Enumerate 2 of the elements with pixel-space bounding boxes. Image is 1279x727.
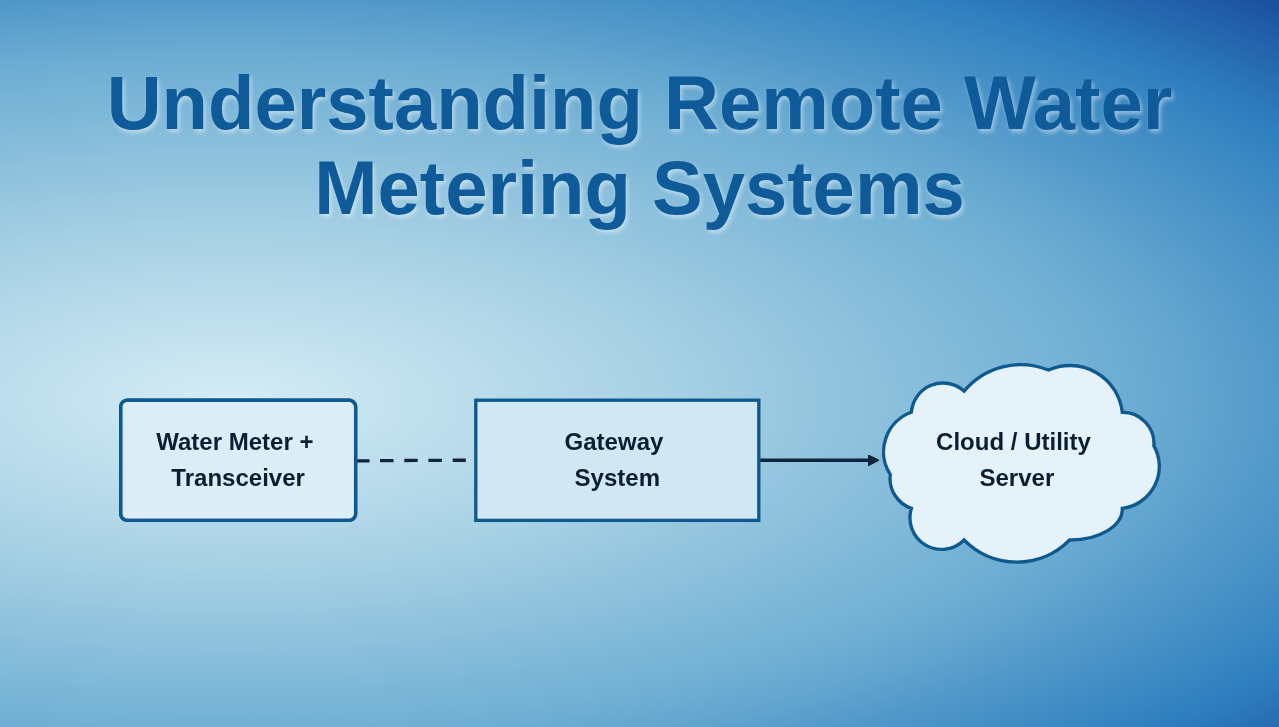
node-box: Gateway System <box>473 398 760 523</box>
title: Understanding Remote Water Metering Systems <box>105 60 1174 231</box>
